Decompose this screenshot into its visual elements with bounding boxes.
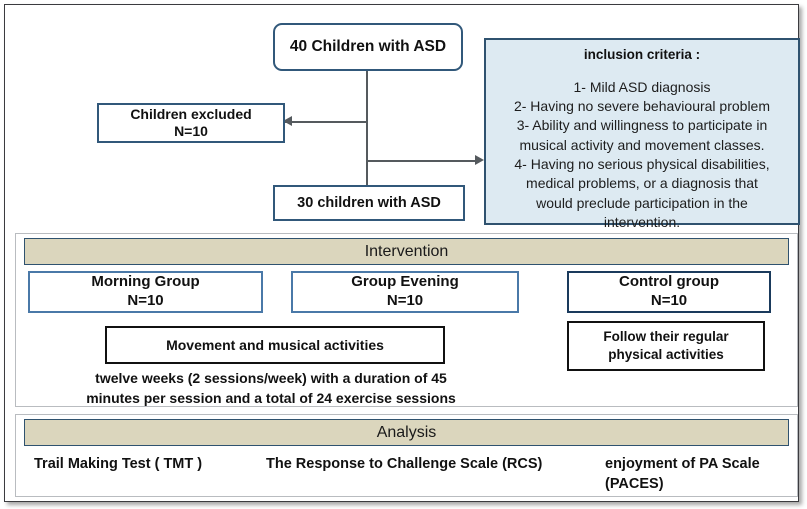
criteria-line-8: intervention. bbox=[603, 213, 681, 230]
control-activity-box: Follow their regular physical activities bbox=[567, 321, 765, 371]
arrowhead-excluded-icon bbox=[283, 116, 292, 126]
duration-text: twelve weeks (2 sessions/week) with a du… bbox=[46, 368, 496, 409]
analysis-band: Analysis bbox=[24, 419, 789, 446]
analysis-paces-line-2: (PACES) bbox=[605, 475, 664, 492]
duration-line-1: twelve weeks (2 sessions/week) with a du… bbox=[95, 370, 447, 386]
connector-horizontal-criteria bbox=[366, 160, 478, 162]
analysis-band-title: Analysis bbox=[376, 423, 437, 441]
diagram-frame: 40 Children with ASD Children excluded N… bbox=[4, 4, 800, 502]
analysis-panel: Analysis Trail Making Test ( TMT ) The R… bbox=[15, 414, 798, 497]
excluded-box: Children excluded N=10 bbox=[97, 103, 285, 143]
analysis-measure-paces: enjoyment of PA Scale (PACES) bbox=[605, 455, 800, 494]
control-activity-line-2: physical activities bbox=[608, 347, 724, 362]
analysis-paces-line-1: enjoyment of PA Scale bbox=[605, 456, 760, 472]
connector-horizontal-excluded bbox=[285, 121, 367, 123]
criteria-line-4: musical activity and movement classes. bbox=[519, 136, 765, 153]
intervention-panel: Intervention Morning Group N=10 Group Ev… bbox=[15, 233, 798, 407]
criteria-line-5: 4- Having no serious physical disabiliti… bbox=[514, 155, 770, 172]
criteria-line-1: 1- Mild ASD diagnosis bbox=[573, 78, 711, 95]
group-box-morning: Morning Group N=10 bbox=[28, 271, 263, 313]
group-morning-count: N=10 bbox=[127, 292, 164, 309]
activity-label: Movement and musical activities bbox=[166, 337, 384, 353]
eligible-label: 30 children with ASD bbox=[297, 194, 441, 211]
connector-vertical-main bbox=[366, 71, 368, 185]
criteria-line-7: would preclude participation in the bbox=[536, 194, 748, 211]
criteria-line-6: medical problems, or a diagnosis that bbox=[526, 175, 758, 192]
intervention-band-title: Intervention bbox=[364, 242, 449, 260]
enrollment-box: 40 Children with ASD bbox=[273, 23, 463, 71]
inclusion-criteria-list: 1- Mild ASD diagnosis 2- Having no sever… bbox=[492, 78, 792, 233]
inclusion-criteria-title: inclusion criteria : bbox=[583, 47, 701, 62]
excluded-count: N=10 bbox=[174, 123, 208, 139]
excluded-label: Children excluded bbox=[130, 105, 252, 122]
duration-line-2: minutes per session and a total of 24 ex… bbox=[86, 390, 456, 407]
group-evening-count: N=10 bbox=[386, 292, 424, 309]
group-box-evening: Group Evening N=10 bbox=[291, 271, 519, 313]
group-evening-name: Group Evening bbox=[351, 273, 459, 291]
control-activity-line-1: Follow their regular bbox=[603, 329, 729, 345]
arrowhead-criteria-icon bbox=[475, 155, 484, 165]
enrollment-label: 40 Children with ASD bbox=[289, 38, 447, 56]
analysis-measure-rcs: The Response to Challenge Scale (RCS) bbox=[266, 456, 543, 472]
inclusion-criteria-box: inclusion criteria : 1- Mild ASD diagnos… bbox=[484, 38, 800, 230]
group-control-name: Control group bbox=[619, 273, 719, 291]
criteria-line-3: 3- Ability and willingness to participat… bbox=[516, 117, 768, 134]
group-morning-name: Morning Group bbox=[91, 273, 200, 291]
analysis-measure-tmt: Trail Making Test ( TMT ) bbox=[34, 456, 203, 472]
activity-box: Movement and musical activities bbox=[105, 326, 445, 364]
group-control-count: N=10 bbox=[650, 292, 688, 309]
intervention-band: Intervention bbox=[24, 238, 789, 265]
criteria-line-2: 2- Having no severe behavioural problem bbox=[513, 97, 771, 114]
group-box-control: Control group N=10 bbox=[567, 271, 771, 313]
eligible-box: 30 children with ASD bbox=[273, 185, 465, 221]
